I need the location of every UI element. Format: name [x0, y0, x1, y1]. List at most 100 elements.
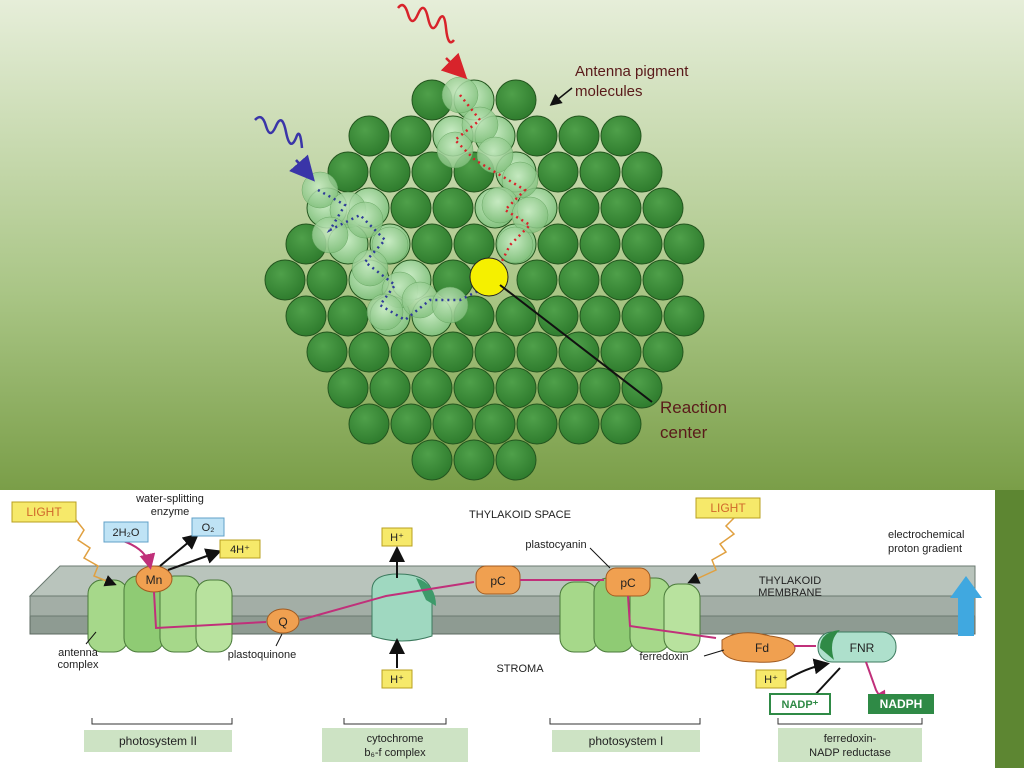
cyt-label-box: [322, 728, 468, 762]
pigment-molecule: [558, 115, 600, 157]
water-enzyme-label-2: enzyme: [151, 506, 190, 518]
red-light-photon-icon: [397, 3, 455, 44]
light-box-right: [695, 497, 761, 519]
pigment-molecule: [264, 259, 306, 301]
plastoquinone-q: [266, 608, 300, 634]
pigment-molecule: [558, 259, 600, 301]
stroma-label: STROMA: [496, 663, 544, 675]
excited-pigment-molecule: [431, 286, 469, 324]
pigment-molecule: [453, 367, 495, 409]
pigment-molecule: [621, 367, 663, 409]
antenna-complex-label: antenna: [58, 647, 99, 659]
pigment-molecule: [495, 367, 537, 409]
pigment-molecule: [327, 367, 369, 409]
h-top-box: [381, 527, 413, 547]
pigment-molecule: [642, 259, 684, 301]
cyt-label-2: b₆-f complex: [364, 747, 426, 759]
ferredoxin-label: ferredoxin: [640, 651, 689, 663]
water-label: 2H₂O: [113, 527, 140, 539]
pigment-molecule: [453, 223, 495, 265]
light-squiggle-right: [687, 515, 737, 584]
pigment-molecule: [579, 223, 621, 265]
pigment-molecule: [474, 403, 516, 445]
antenna-pigment-cluster: [264, 76, 705, 481]
gradient-label: electrochemical: [888, 529, 964, 541]
ps2-label: photosystem II: [119, 734, 197, 748]
pigment-molecule: [663, 295, 705, 337]
pigment-molecule: [516, 331, 558, 373]
side-strip: [995, 490, 1024, 768]
plastocyanin-pointer: [589, 547, 611, 569]
oxygen-box: [191, 517, 225, 537]
antenna-pigment-label-2: molecules: [575, 83, 643, 100]
excited-pigment-molecule: [461, 106, 499, 144]
ps2-bracket: [91, 718, 233, 725]
pigment-molecule: [348, 115, 390, 157]
reaction-center-label-2: center: [660, 423, 708, 442]
pigment-molecule: [390, 331, 432, 373]
nadph-label: NADPH: [880, 697, 923, 711]
pigment-molecule: [432, 403, 474, 445]
pigment-molecule: [453, 439, 495, 481]
fd-label: Fd: [755, 641, 769, 655]
pigment-molecule: [411, 223, 453, 265]
pigment-molecule: [621, 295, 663, 337]
pigment-molecule: [306, 259, 348, 301]
ps2-label-box: [84, 730, 232, 752]
fnr-label: FNR: [850, 641, 875, 655]
pigment-molecule: [621, 151, 663, 193]
pigment-molecule: [306, 331, 348, 373]
pigment-molecule: [663, 223, 705, 265]
pigment-molecule: [411, 439, 453, 481]
water-input-arrow: [119, 539, 156, 570]
nadp-label: NADP⁺: [782, 699, 819, 711]
pigment-molecule: [369, 367, 411, 409]
pigment-molecule: [537, 151, 579, 193]
cyt-label: cytochrome: [367, 733, 424, 745]
pigment-molecule: [600, 115, 642, 157]
fnr-label-box: [778, 728, 922, 762]
membrane-label-2: MEMBRANE: [758, 587, 822, 599]
pigment-molecule: [600, 403, 642, 445]
red-photon-arrow: [440, 52, 468, 80]
pigment-molecule: [432, 187, 474, 229]
pigment-molecule: [432, 331, 474, 373]
oxygen-label: O₂: [202, 522, 215, 534]
pigment-molecule: [558, 187, 600, 229]
fnr-bracket: [777, 718, 923, 725]
pigment-molecule: [369, 151, 411, 193]
cyt-bracket: [343, 718, 447, 725]
ps1-bracket: [549, 718, 701, 725]
excited-pigment-molecule: [436, 131, 474, 169]
mn-label: Mn: [146, 573, 163, 587]
nadph-box: [868, 694, 934, 714]
pigment-molecule: [390, 403, 432, 445]
cytochrome-complex-protein: [371, 573, 436, 642]
water-enzyme-label: water-splitting: [135, 493, 204, 505]
pigment-molecule: [579, 295, 621, 337]
pigment-molecule: [516, 115, 558, 157]
pigment-molecule: [495, 79, 537, 121]
h-top-label: H⁺: [390, 532, 404, 544]
antenna-complex-pointer: [85, 631, 97, 645]
pigment-molecule: [642, 187, 684, 229]
pigment-molecule: [579, 367, 621, 409]
oxygen-release-arrow: [159, 533, 200, 567]
blue-energy-transfer-path: [317, 188, 491, 322]
plastoquinone-label: plastoquinone: [228, 649, 297, 661]
excited-pigment-molecule: [501, 161, 539, 199]
pigment-molecule: [390, 115, 432, 157]
h-right-label: H⁺: [764, 674, 778, 686]
h-right-box: [755, 669, 787, 689]
pigment-molecule: [516, 403, 558, 445]
ferredoxin-pointer: [703, 649, 725, 657]
pigment-molecule: [348, 331, 390, 373]
light-box-left: [11, 501, 77, 523]
ps1-label-box: [552, 730, 700, 752]
pigment-molecule: [474, 331, 516, 373]
nadp-arrow: [813, 667, 841, 697]
pigment-molecule: [600, 259, 642, 301]
pigment-molecule: [537, 223, 579, 265]
pigment-molecule: [516, 259, 558, 301]
